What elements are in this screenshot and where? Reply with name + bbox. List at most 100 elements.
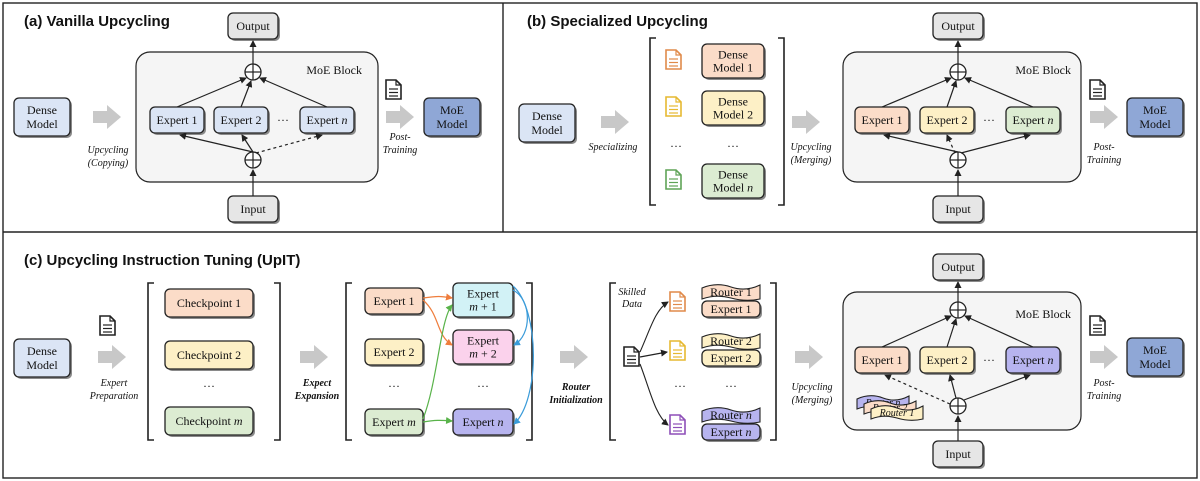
c-exp-bracket-right	[526, 282, 533, 441]
b-spec-doc-3	[665, 169, 682, 190]
c-checkpoint-m	[164, 406, 254, 436]
a-expert-1-label: Expert 1	[157, 113, 198, 127]
c-expert-right-2-label-1: Expert	[467, 334, 500, 348]
c-router-bracket-right	[770, 282, 777, 441]
c-step4-label-2: (Merging)	[792, 395, 833, 406]
c-checkpoint-2	[164, 340, 254, 370]
c-arrow-plus-en	[963, 373, 1031, 401]
c-expert-left-m-label: Expert m	[372, 415, 416, 429]
b-expert-1-label: Expert 1	[862, 113, 903, 127]
c-router-1-label: Router 1	[710, 285, 752, 299]
c-router-stack-3-label: Router 1	[879, 408, 915, 419]
c-router-bracket-left	[609, 282, 616, 441]
c-doc-icon-1	[99, 315, 116, 336]
c-doc-icon-2	[1089, 315, 1106, 336]
a-moe-model-label-1: MoE	[440, 103, 464, 117]
c-step2-arrow	[300, 345, 328, 369]
b-moe-model-label-2: Model	[1139, 117, 1171, 131]
c-dense-model-label-2: Model	[26, 358, 58, 372]
b-step3-label-1: Post-	[1092, 142, 1114, 153]
c-router-3	[701, 407, 761, 424]
b-moe-model-label-1: MoE	[1143, 103, 1167, 117]
c-expert-right-1-label-1: Expert	[467, 287, 500, 301]
c-ckpt-dots: ···	[203, 379, 215, 393]
c-step5-arrow	[1090, 345, 1118, 369]
b-spec-model-1	[701, 43, 765, 79]
c-expert-left-2-label: Expert 2	[374, 345, 415, 359]
b-step3-label-2: Training	[1087, 155, 1121, 166]
c-step1-label-1: Expert	[100, 378, 128, 389]
c-expert-right-n-label: Expert n	[463, 415, 504, 429]
c-step4-arrow	[795, 345, 823, 369]
b-moe-model	[1126, 97, 1184, 137]
panel-c-title: (c) Upcycling Instruction Tuning (UpIT)	[24, 252, 300, 269]
b-doc-icon	[1089, 79, 1106, 100]
b-spec-model-3	[701, 163, 765, 199]
b-bracket-right	[778, 37, 785, 206]
c-moe-expert-1-label: Expert 1	[862, 353, 903, 367]
c-step3-arrow	[560, 345, 588, 369]
b-dots-left: ···	[670, 139, 682, 153]
b-spec-model-3-label-1: Dense	[718, 168, 748, 182]
b-arrow-en	[960, 133, 1031, 154]
a-moe-model	[423, 97, 481, 137]
b-dense-model-label-1: Dense	[532, 109, 562, 123]
c-dense-model	[13, 338, 71, 378]
b-expert-n-label: Expert n	[1013, 113, 1054, 127]
c-arrow-e2-plus	[946, 318, 958, 348]
c-expert-left-2	[364, 338, 424, 366]
c-moe-model	[1126, 337, 1184, 377]
b-step1-arrow	[601, 110, 629, 134]
c-step4-label-1: Upcycling	[791, 382, 832, 393]
c-router-1	[701, 284, 761, 301]
c-skilled-label-1: Skilled	[618, 287, 646, 298]
c-step2-label-2: Expansion	[294, 391, 340, 402]
c-expert-left-1-label: Expert 1	[374, 294, 415, 308]
a-step1-label-1: Upcycling	[87, 145, 128, 156]
a-moe-model-label-2: Model	[436, 117, 468, 131]
c-ckpt-bracket-right	[274, 282, 281, 441]
c-moe-expert-n-label: Expert n	[1013, 353, 1054, 367]
a-arrow-e1	[179, 132, 254, 153]
c-arrow-em-em1	[422, 304, 453, 420]
a-expert-n-label: Expert n	[307, 113, 348, 127]
c-arrow-e1-em1	[422, 293, 453, 301]
c-skill-arrow-2	[639, 349, 668, 358]
c-step2-label-1: Expect	[302, 378, 333, 389]
c-step1-arrow	[98, 345, 126, 369]
panel-a-title: (a) Vanilla Upcycling	[24, 13, 170, 30]
a-arrow-e2	[241, 134, 254, 153]
c-expert-right-1-label-2: m + 1	[469, 300, 496, 314]
c-dense-model-label-1: Dense	[27, 344, 57, 358]
c-expr-dots: ···	[477, 379, 489, 393]
c-step1-label-2: Preparation	[89, 391, 139, 402]
b-dense-model-label-2: Model	[531, 123, 563, 137]
a-step2-label-2: Training	[383, 145, 417, 156]
b-spec-model-2-label-1: Dense	[718, 95, 748, 109]
b-dots-right: ···	[727, 139, 739, 153]
c-ckpt-bracket-left	[147, 282, 154, 441]
c-router-2-label: Router 2	[710, 334, 752, 348]
c-router-dots-left: ···	[674, 379, 686, 393]
b-arrow-e2-plus	[946, 80, 958, 108]
c-checkpoint-m-label: Checkpoint m	[176, 414, 243, 428]
b-input-label: Input	[945, 202, 971, 216]
b-arrow-en-plus	[964, 77, 1034, 108]
b-dense-model	[518, 103, 576, 143]
c-step3-label-1: Router	[561, 382, 590, 393]
c-router-expert-1	[701, 300, 761, 318]
c-moe-model-label-1: MoE	[1143, 343, 1167, 357]
b-arrow-e1	[883, 132, 959, 153]
c-skilled-doc	[623, 346, 640, 367]
a-dots: ···	[277, 113, 289, 127]
c-exp-bracket-left	[345, 282, 352, 441]
b-step2-label-2: (Merging)	[791, 155, 832, 166]
c-step5-label-2: Training	[1087, 391, 1121, 402]
c-output	[932, 253, 984, 281]
c-router-2	[701, 333, 761, 350]
b-output	[932, 12, 984, 40]
b-step1-label: Specializing	[589, 142, 638, 153]
c-checkpoint-2-label: Checkpoint 2	[177, 348, 241, 362]
a-step2-label-1: Post-	[388, 132, 410, 143]
